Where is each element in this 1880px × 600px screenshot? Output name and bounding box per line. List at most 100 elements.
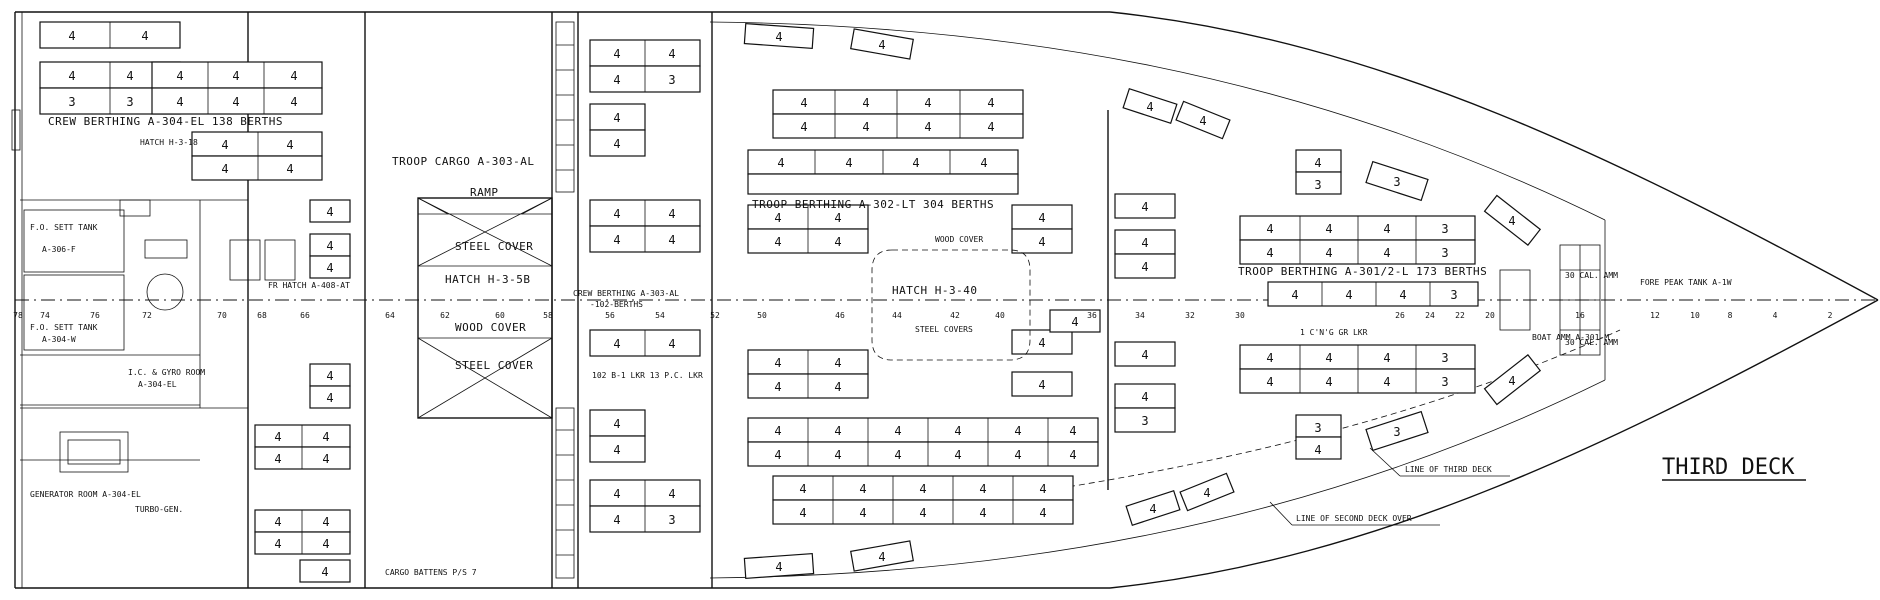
frame-number: 66 bbox=[300, 311, 310, 320]
svg-text:4: 4 bbox=[1383, 351, 1390, 365]
svg-text:4: 4 bbox=[878, 550, 885, 564]
svg-text:4: 4 bbox=[1038, 211, 1045, 225]
svg-text:4: 4 bbox=[274, 515, 281, 529]
svg-text:4: 4 bbox=[326, 261, 333, 275]
svg-text:4: 4 bbox=[1141, 236, 1148, 250]
svg-text:4: 4 bbox=[894, 448, 901, 462]
svg-text:4: 4 bbox=[979, 506, 986, 520]
frame-number: 26 bbox=[1395, 311, 1405, 320]
svg-text:4: 4 bbox=[1014, 424, 1021, 438]
svg-text:4: 4 bbox=[274, 537, 281, 551]
svg-text:3: 3 bbox=[1393, 425, 1400, 439]
svg-text:4: 4 bbox=[1038, 235, 1045, 249]
aft-bunk-blocks bbox=[39, 21, 351, 583]
svg-text:4: 4 bbox=[834, 424, 841, 438]
svg-text:4: 4 bbox=[176, 69, 183, 83]
svg-text:4: 4 bbox=[1141, 390, 1148, 404]
svg-text:4: 4 bbox=[141, 29, 148, 43]
svg-text:4: 4 bbox=[1314, 156, 1321, 170]
svg-text:3: 3 bbox=[1450, 288, 1457, 302]
svg-text:3: 3 bbox=[1314, 421, 1321, 435]
frame-number: 46 bbox=[835, 311, 845, 320]
svg-text:4: 4 bbox=[326, 239, 333, 253]
frame-number: 8 bbox=[1728, 311, 1733, 320]
svg-text:4: 4 bbox=[774, 235, 781, 249]
svg-text:4: 4 bbox=[321, 565, 328, 579]
steel-covers-label: STEEL COVERS bbox=[915, 325, 973, 334]
svg-text:3: 3 bbox=[1441, 246, 1448, 260]
svg-text:4: 4 bbox=[274, 430, 281, 444]
svg-text:4: 4 bbox=[894, 424, 901, 438]
svg-text:4: 4 bbox=[774, 424, 781, 438]
troop-cargo-hold bbox=[417, 197, 553, 419]
svg-text:4: 4 bbox=[613, 513, 620, 527]
svg-text:4: 4 bbox=[845, 156, 852, 170]
svg-text:4: 4 bbox=[1266, 375, 1273, 389]
hatch-h3-40-label: HATCH H-3-40 bbox=[892, 284, 977, 297]
svg-text:4: 4 bbox=[859, 506, 866, 520]
svg-text:4: 4 bbox=[799, 506, 806, 520]
frame-number: 72 bbox=[142, 311, 152, 320]
frame-numbers: 78 76 72 70 66 64 62 60 58 56 54 52 50 4… bbox=[13, 311, 1832, 320]
svg-text:4: 4 bbox=[834, 380, 841, 394]
svg-text:4: 4 bbox=[919, 482, 926, 496]
svg-text:4: 4 bbox=[834, 235, 841, 249]
svg-text:4: 4 bbox=[68, 69, 75, 83]
svg-text:4: 4 bbox=[613, 233, 620, 247]
svg-text:4: 4 bbox=[1508, 214, 1515, 228]
fore-section bbox=[1499, 244, 1601, 356]
fo-sett-tank-a-id: A-306-F bbox=[42, 245, 76, 254]
svg-text:4: 4 bbox=[322, 515, 329, 529]
svg-text:4: 4 bbox=[1141, 260, 1148, 274]
crew-berthing-mid-count: -102-BERTHS bbox=[590, 300, 643, 309]
svg-text:4: 4 bbox=[834, 211, 841, 225]
svg-text:4: 4 bbox=[1325, 246, 1332, 260]
ramp-label: RAMP bbox=[470, 186, 499, 199]
mid-bunk-blocks bbox=[589, 39, 701, 533]
svg-text:4: 4 bbox=[987, 120, 994, 134]
svg-text:3: 3 bbox=[1441, 375, 1448, 389]
frame-number: 40 bbox=[995, 311, 1005, 320]
svg-text:4: 4 bbox=[290, 95, 297, 109]
steel-cover-1-label: STEEL COVER bbox=[455, 240, 533, 253]
crew-berthing-aft-label: CREW BERTHING A-304-EL 138 BERTHS bbox=[48, 115, 283, 128]
svg-text:4: 4 bbox=[1383, 246, 1390, 260]
svg-text:4: 4 bbox=[1146, 100, 1153, 114]
svg-text:4: 4 bbox=[987, 96, 994, 110]
svg-text:4: 4 bbox=[775, 30, 782, 44]
troop-berthing-301-label: TROOP BERTHING A-301/2-L 173 BERTHS bbox=[1238, 265, 1487, 278]
svg-text:4: 4 bbox=[286, 162, 293, 176]
svg-text:4: 4 bbox=[774, 380, 781, 394]
svg-text:4: 4 bbox=[68, 29, 75, 43]
svg-text:4: 4 bbox=[232, 69, 239, 83]
boat-amm-label: BOAT AMM A-301-M bbox=[1532, 333, 1609, 342]
side-bunks bbox=[743, 23, 1542, 579]
frame-number: 16 bbox=[1575, 311, 1585, 320]
svg-text:4: 4 bbox=[774, 448, 781, 462]
frame-number: 56 bbox=[605, 311, 615, 320]
frame-number: 70 bbox=[217, 311, 227, 320]
frame-number: 58 bbox=[543, 311, 553, 320]
svg-text:4: 4 bbox=[613, 111, 620, 125]
svg-text:4: 4 bbox=[1291, 288, 1298, 302]
frame-number: 64 bbox=[385, 311, 395, 320]
svg-text:4: 4 bbox=[1014, 448, 1021, 462]
frame-number: 34 bbox=[1135, 311, 1145, 320]
fo-sett-tank-b-label: F.O. SETT TANK bbox=[30, 323, 98, 332]
svg-text:4: 4 bbox=[954, 448, 961, 462]
svg-text:4: 4 bbox=[924, 96, 931, 110]
frame-number: 2 bbox=[1828, 311, 1833, 320]
svg-text:4: 4 bbox=[1383, 375, 1390, 389]
svg-text:4: 4 bbox=[613, 47, 620, 61]
side-bunk-labels: 4 4 4 4 4 4 4 4 4 4 bbox=[775, 30, 1515, 574]
hatch-h3-40 bbox=[871, 249, 1031, 361]
svg-text:4: 4 bbox=[800, 96, 807, 110]
svg-text:4: 4 bbox=[326, 369, 333, 383]
svg-text:3: 3 bbox=[1314, 178, 1321, 192]
svg-text:4: 4 bbox=[954, 424, 961, 438]
svg-text:4: 4 bbox=[126, 69, 133, 83]
frame-number: 76 bbox=[90, 311, 100, 320]
svg-text:4: 4 bbox=[1141, 200, 1148, 214]
